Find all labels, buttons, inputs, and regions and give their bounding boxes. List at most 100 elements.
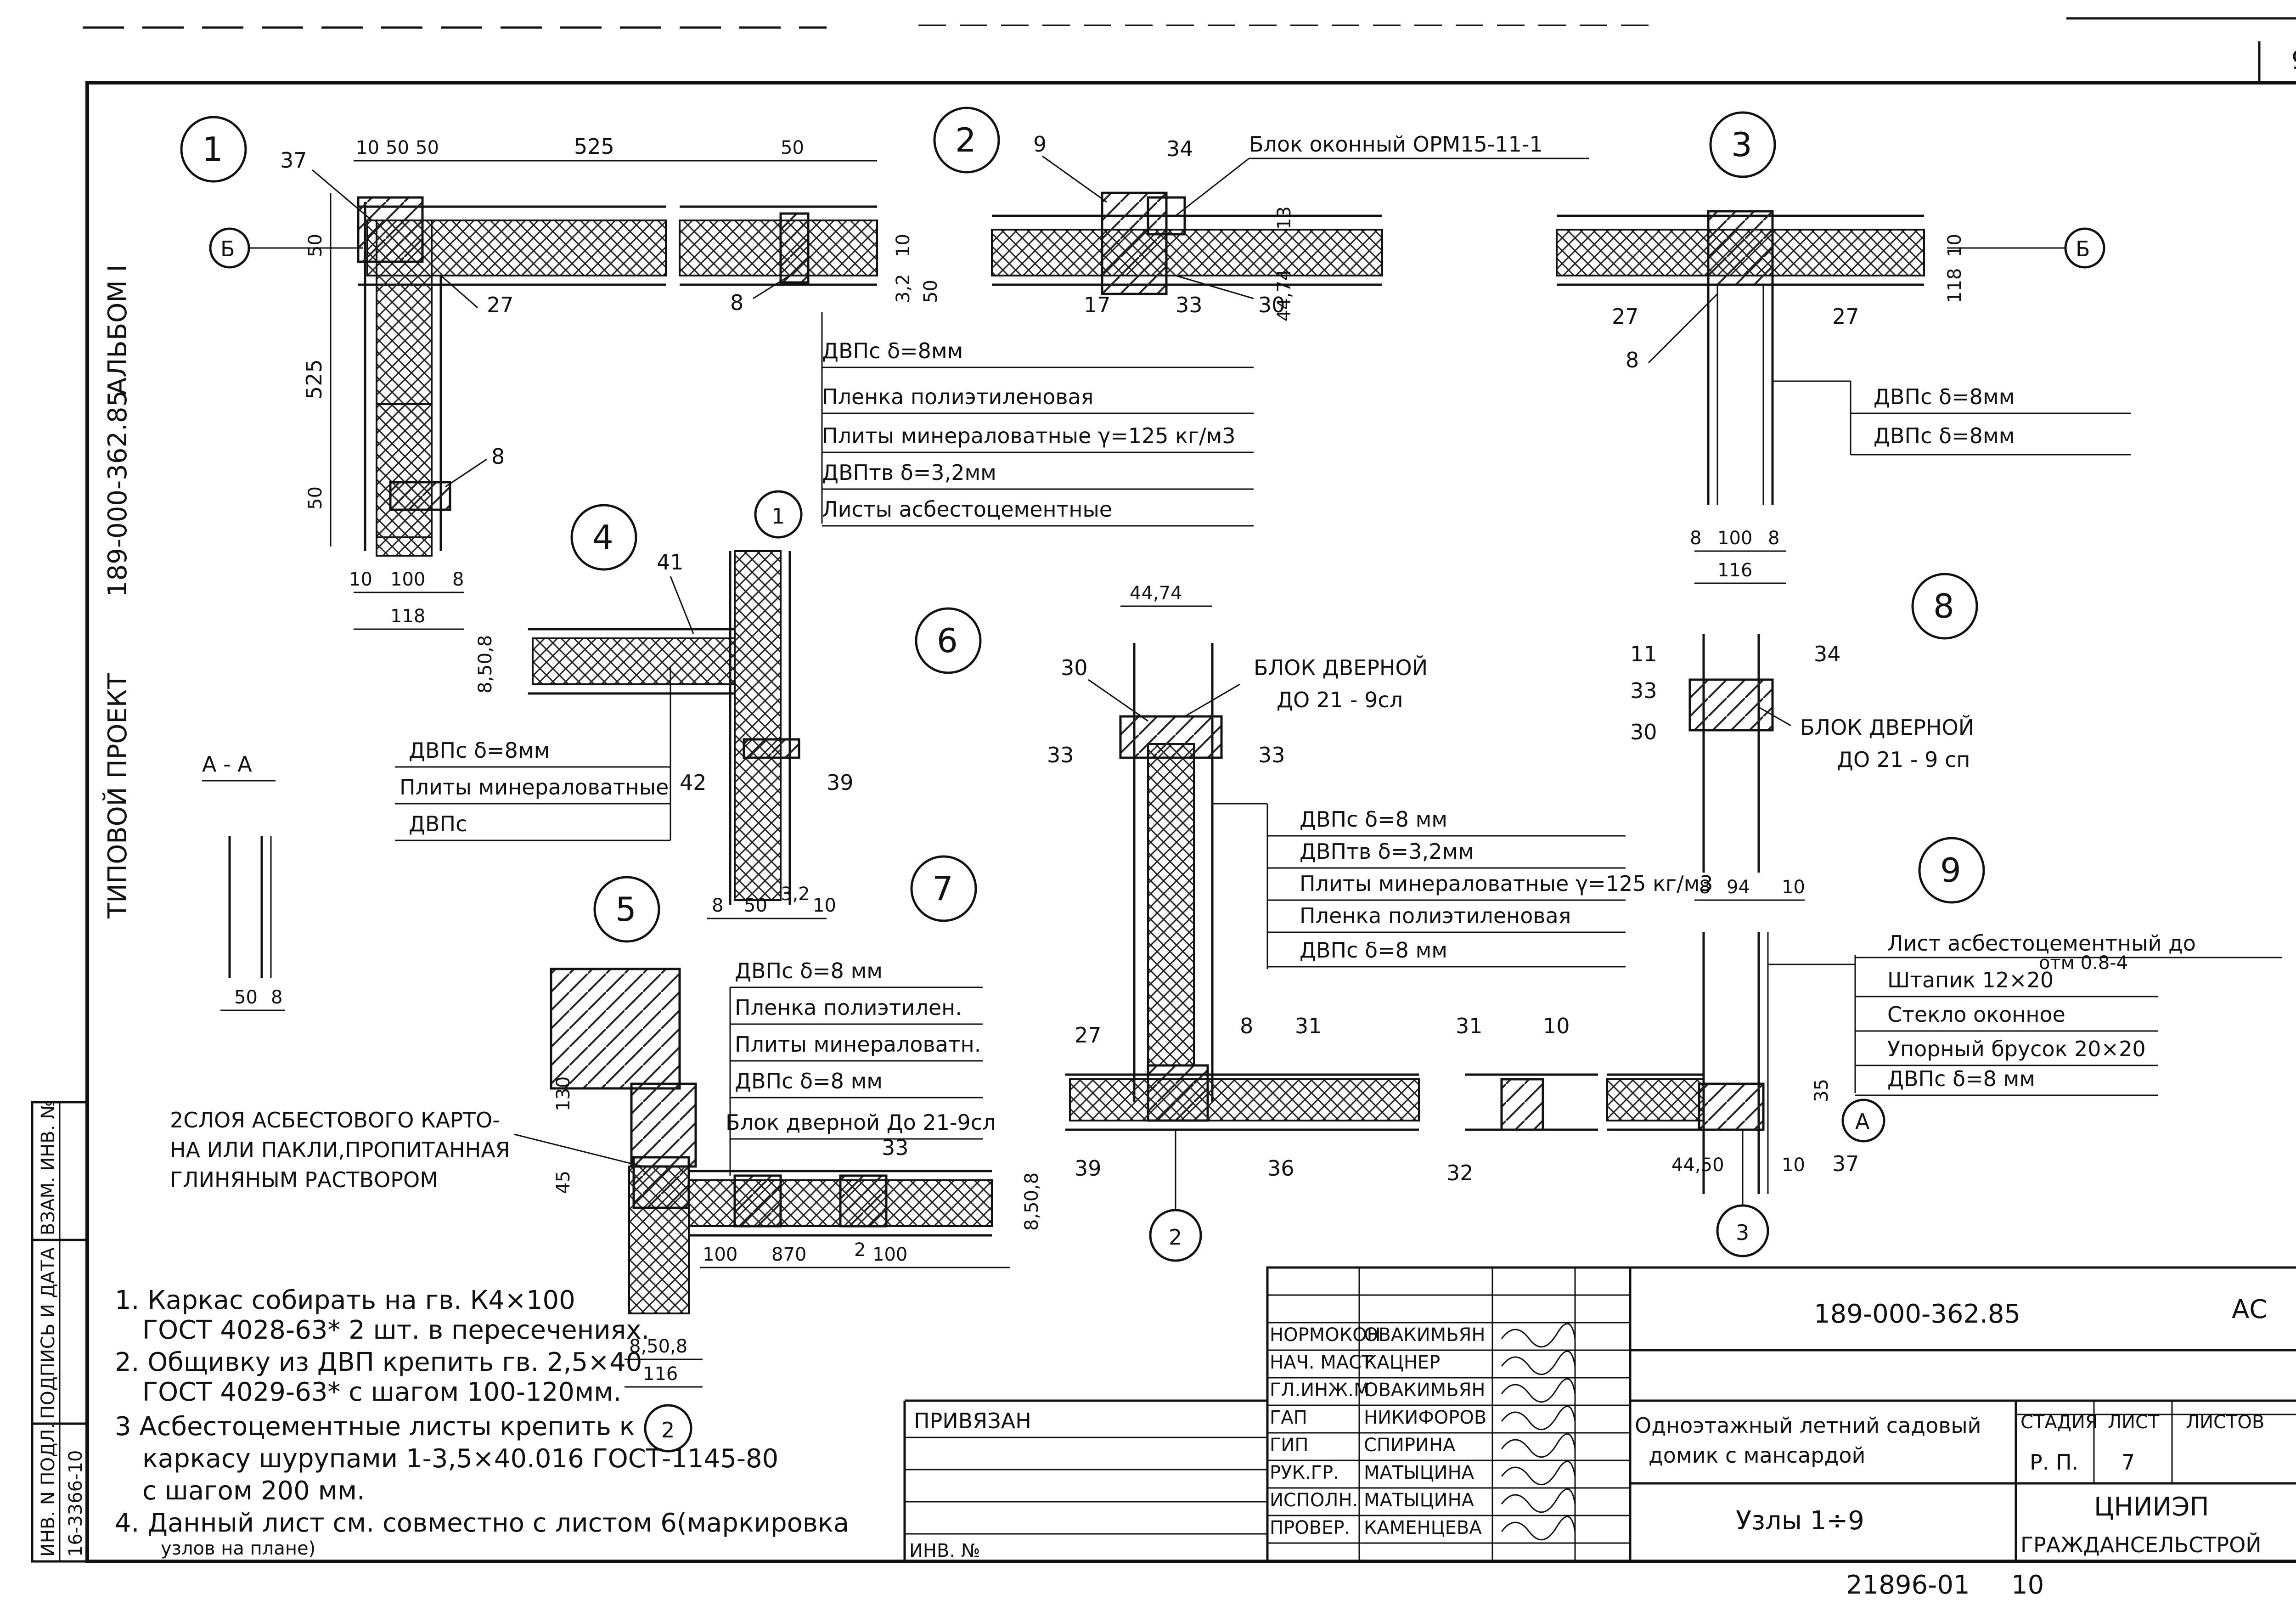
svg-text:13: 13 (1274, 206, 1295, 230)
svg-text:ВЗАМ. ИНВ. №: ВЗАМ. ИНВ. № (38, 1100, 59, 1235)
node-1-detail: 1 Б 10 50 50 525 50 525 50 50 10 100 8 (180, 116, 878, 630)
svg-text:44,74: 44,74 (1130, 583, 1182, 604)
top-edge-lines (83, 17, 2296, 29)
svg-text:8: 8 (730, 290, 743, 315)
svg-text:116: 116 (1717, 560, 1752, 581)
svg-text:А - А: А - А (202, 752, 252, 777)
svg-text:Плиты минераловатные γ=125 кг/: Плиты минераловатные γ=125 кг/м3 (1300, 871, 1713, 896)
svg-text:с шагом 200 мм.: с шагом 200 мм. (142, 1476, 365, 1506)
svg-text:9: 9 (1033, 132, 1047, 157)
svg-text:8: 8 (1626, 348, 1639, 372)
svg-text:50: 50 (416, 137, 439, 158)
svg-text:116: 116 (643, 1363, 678, 1385)
svg-text:2: 2 (661, 1418, 675, 1442)
svg-text:2: 2 (955, 121, 976, 159)
svg-text:45: 45 (553, 1171, 574, 1194)
svg-text:Листы асбестоцементные: Листы асбестоцементные (822, 497, 1112, 522)
svg-text:9: 9 (1940, 851, 1961, 890)
svg-text:525: 525 (574, 134, 614, 159)
general-notes: 1. Каркас собирать на гв. К4×100 ГОСТ 40… (115, 1285, 849, 1559)
sheet-frame (85, 81, 2296, 1563)
svg-text:Стекло оконное: Стекло оконное (1887, 1002, 2065, 1027)
svg-text:8,50,8: 8,50,8 (1021, 1172, 1042, 1231)
svg-text:4. Данный лист см. совместно с: 4. Данный лист см. совместно с листом 6(… (115, 1508, 849, 1538)
svg-text:Р. П.: Р. П. (2030, 1450, 2078, 1475)
svg-text:НИКИФОРОВ: НИКИФОРОВ (1364, 1407, 1486, 1428)
svg-text:1: 1 (771, 504, 785, 529)
svg-text:2. Общивку из ДВП крепить гв.: 2. Общивку из ДВП крепить гв. 2,5×40 (115, 1347, 642, 1377)
svg-text:16-3366-10: 16-3366-10 (65, 1450, 86, 1557)
svg-text:36: 36 (1267, 1156, 1294, 1181)
bottom-page: 10 (2011, 1570, 2044, 1600)
svg-text:ДВПс δ=8 мм: ДВПс δ=8 мм (1887, 1066, 2035, 1091)
svg-text:Пленка полиэтиленовая: Пленка полиэтиленовая (822, 384, 1093, 409)
svg-text:130: 130 (553, 1076, 574, 1111)
svg-text:ГАП: ГАП (1270, 1407, 1307, 1428)
svg-text:11: 11 (1630, 642, 1657, 666)
node-3-detail: 3 Б 27 27 8 10 118 ДВПс δ=8мм ДВПс δ=8мм… (1556, 111, 2131, 584)
svg-text:50: 50 (386, 137, 409, 158)
svg-text:35: 35 (1811, 1079, 1832, 1102)
svg-text:БЛОК ДВЕРНОЙ: БЛОК ДВЕРНОЙ (1254, 655, 1428, 680)
svg-text:КАЦНЕР: КАЦНЕР (1364, 1352, 1440, 1373)
svg-text:Штапик 12×20: Штапик 12×20 (1887, 968, 2054, 992)
svg-text:РУК.ГР.: РУК.ГР. (1270, 1462, 1339, 1483)
svg-text:189-000-362.85: 189-000-362.85 (1814, 1299, 2020, 1329)
svg-text:27: 27 (1075, 1023, 1102, 1048)
svg-text:ПОДПИСЬ И ДАТА: ПОДПИСЬ И ДАТА (38, 1247, 59, 1419)
svg-text:30: 30 (1258, 293, 1285, 317)
svg-text:НА ИЛИ ПАКЛИ,ПРОПИТАННАЯ: НА ИЛИ ПАКЛИ,ПРОПИТАННАЯ (170, 1138, 510, 1162)
node-8-detail: 8 11 33 30 34 БЛОК ДВЕРНОЙ ДО 21 - 9 сп (1630, 573, 1978, 873)
svg-text:33: 33 (1176, 293, 1203, 317)
svg-text:37: 37 (1832, 1151, 1859, 1176)
svg-text:8: 8 (1699, 877, 1711, 898)
node-5-detail: 5 130 45 33 100 870 2 100 8,50,8 116 2 8… (170, 876, 1042, 1453)
svg-text:НАЧ. МАСТ: НАЧ. МАСТ (1270, 1352, 1373, 1373)
svg-text:50: 50 (744, 895, 767, 916)
node-9-detail: 9 8 94 10 Лист асбестоцементный до отм 0… (1446, 837, 2282, 1257)
svg-text:узлов на плане): узлов на плане) (161, 1538, 315, 1559)
svg-text:10: 10 (813, 895, 836, 916)
svg-text:ДВПс δ=8мм: ДВПс δ=8мм (822, 338, 963, 363)
signatures (1501, 1323, 1576, 1541)
svg-text:4: 4 (592, 518, 613, 557)
svg-text:отм 0.8-4: отм 0.8-4 (2039, 952, 2128, 974)
svg-text:АЛЬБОМ I: АЛЬБОМ I (103, 265, 133, 395)
svg-text:Б: Б (2076, 237, 2090, 261)
svg-text:АС: АС (2232, 1295, 2267, 1324)
svg-text:870: 870 (771, 1244, 806, 1265)
svg-text:Блок дверной До 21-9сл: Блок дверной До 21-9сл (726, 1110, 996, 1135)
svg-text:17: 17 (1084, 293, 1111, 317)
svg-text:41: 41 (657, 550, 684, 575)
svg-text:ДВПс δ=8мм: ДВПс δ=8мм (1874, 423, 2015, 448)
svg-text:33: 33 (1630, 678, 1657, 703)
svg-text:Плиты минераловатные γ=125 кг/: Плиты минераловатные γ=125 кг/м3 (822, 423, 1236, 448)
svg-text:2: 2 (854, 1239, 866, 1261)
svg-text:3,2: 3,2 (781, 884, 810, 905)
svg-text:Узлы 1÷9: Узлы 1÷9 (1736, 1506, 1864, 1536)
svg-text:8: 8 (271, 987, 282, 1008)
svg-text:ИНВ. №: ИНВ. № (909, 1540, 980, 1561)
svg-text:ДВПс δ=8 мм: ДВПс δ=8 мм (735, 958, 883, 983)
svg-text:3,2: 3,2 (893, 274, 914, 303)
svg-text:ОВАКИМЬЯН: ОВАКИМЬЯН (1364, 1380, 1485, 1401)
svg-text:10: 10 (1782, 1155, 1805, 1176)
svg-text:А: А (1855, 1109, 1870, 1134)
svg-text:ДО 21 - 9 сп: ДО 21 - 9 сп (1837, 747, 1970, 772)
svg-text:10: 10 (356, 137, 379, 158)
svg-text:8: 8 (491, 444, 505, 469)
svg-text:3 Асбестоцементные листы крепи: 3 Асбестоцементные листы крепить к (115, 1412, 635, 1442)
svg-text:Лист асбестоцементный до: Лист асбестоцементный до (1887, 931, 2196, 956)
svg-text:КАМЕНЦЕВА: КАМЕНЦЕВА (1364, 1517, 1482, 1538)
svg-text:33: 33 (1047, 743, 1074, 767)
svg-text:ДВПс δ=8 мм: ДВПс δ=8 мм (1300, 938, 1447, 963)
svg-text:Блок оконный ОРМ15-11-1: Блок оконный ОРМ15-11-1 (1249, 132, 1543, 157)
svg-text:ДВПс δ=8 мм: ДВПс δ=8 мм (1300, 807, 1447, 832)
svg-text:8: 8 (712, 895, 723, 916)
svg-text:ГЛ.ИНЖ.М: ГЛ.ИНЖ.М (1270, 1380, 1370, 1401)
svg-text:ГЛИНЯНЫМ РАСТВОРОМ: ГЛИНЯНЫМ РАСТВОРОМ (170, 1167, 438, 1192)
svg-text:НОРМОКОН: НОРМОКОН (1270, 1324, 1381, 1346)
svg-text:Одноэтажный летний садовый: Одноэтажный летний садовый (1635, 1413, 1981, 1438)
svg-text:50: 50 (305, 234, 326, 257)
svg-text:Пленка полиэтилен.: Пленка полиэтилен. (735, 995, 962, 1020)
